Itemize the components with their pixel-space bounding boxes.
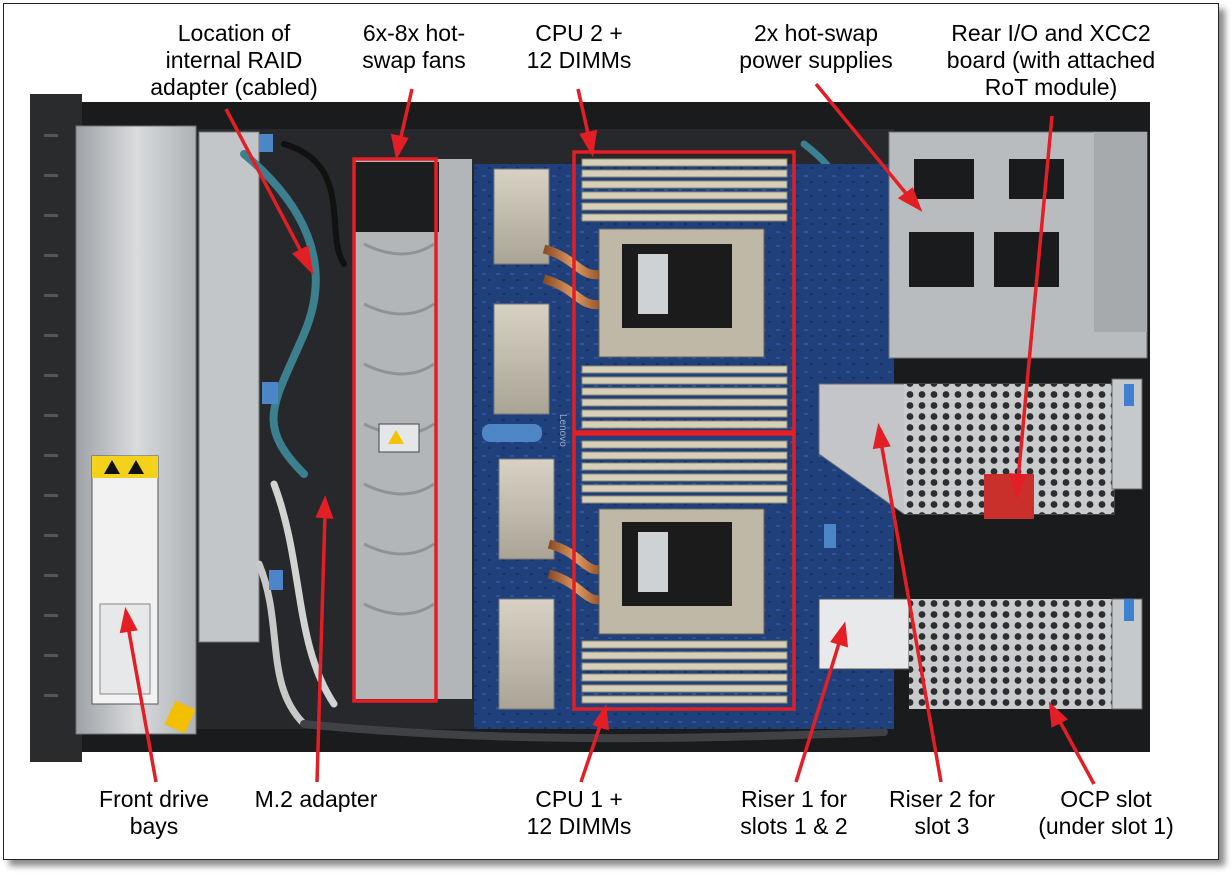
blue-latch — [482, 424, 542, 442]
warning-label — [92, 456, 158, 478]
label-riser1: Riser 1 for slots 1 & 2 — [740, 786, 848, 839]
arrow-raid — [224, 108, 314, 276]
arrow-front-bays — [119, 606, 158, 783]
arrow-ocp — [1048, 701, 1096, 785]
label-front-drive-bays: Front drive bays — [99, 786, 209, 839]
riser-1-cage — [818, 598, 1143, 710]
label-cpu2-dimms: CPU 2 + 12 DIMMs — [526, 20, 632, 73]
fan-assembly — [354, 159, 472, 699]
fan-highlight-box — [352, 157, 438, 703]
cpu2-cooling — [493, 168, 765, 415]
front-drive-bay-cage — [75, 125, 260, 735]
label-hot-swap-fans: 6x-8x hot- swap fans — [362, 20, 466, 73]
highlight-boxes — [352, 150, 796, 711]
arrow-cpu2 — [576, 88, 598, 158]
dimm-bank-cpu2-top — [581, 158, 788, 222]
arrow-rear-io — [1008, 115, 1054, 500]
server-photo-illustration: Lenovo — [30, 82, 1150, 785]
riser-2-cage — [818, 378, 1143, 519]
arrow-m2 — [315, 495, 334, 783]
label-riser2: Riser 2 for slot 3 — [888, 786, 996, 839]
figure-frame: Lenovo — [3, 3, 1219, 860]
power-supply-cage — [888, 131, 1148, 359]
cpu1-cooling — [498, 458, 765, 710]
rot-module — [984, 474, 1034, 519]
board-marking: Lenovo — [557, 414, 568, 447]
arrow-cpu1 — [579, 703, 610, 783]
cpu2-highlight-box — [572, 150, 796, 434]
blue-touchpoints — [259, 134, 836, 590]
label-rear-io-board: Rear I/O and XCC2 board (with attached R… — [946, 20, 1156, 100]
label-cpu1-dimms: CPU 1 + 12 DIMMs — [526, 786, 632, 839]
arrow-riser2 — [872, 422, 943, 783]
arrow-fans — [390, 88, 414, 160]
front-bezel — [30, 94, 82, 762]
arrow-psu — [814, 82, 923, 212]
dimm-bank-cpu1-top — [581, 440, 788, 504]
dimm-bank-cpu2-bottom — [581, 365, 788, 429]
label-m2-adapter: M.2 adapter — [254, 786, 378, 812]
cpu1-highlight-box — [572, 432, 796, 711]
label-ocp-slot: OCP slot (under slot 1) — [1038, 786, 1174, 839]
arrow-riser1 — [794, 621, 849, 783]
callout-arrows — [119, 82, 1096, 785]
dimm-bank-cpu1-bottom — [581, 640, 788, 704]
label-power-supplies: 2x hot-swap power supplies — [739, 20, 893, 73]
label-raid-adapter: Location of internal RAID adapter (cable… — [150, 20, 318, 100]
bezel-vents — [44, 134, 58, 697]
